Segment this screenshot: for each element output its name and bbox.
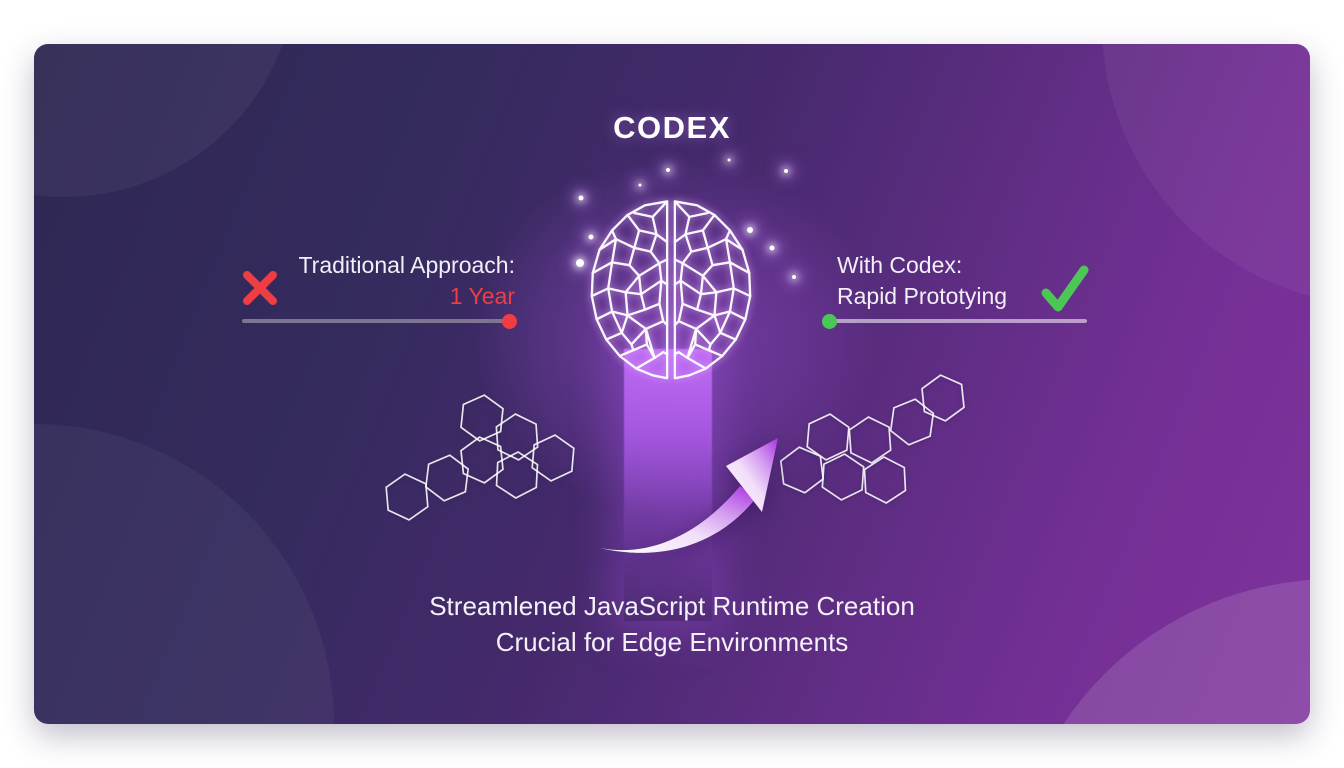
page-title: CODEX [613,110,731,145]
timeline-left-endpoint [502,313,517,329]
slide-card: CODEX [34,44,1310,724]
with-codex-title: With Codex: [837,252,963,278]
caption-line2: Crucial for Edge Environments [495,627,849,657]
traditional-approach-title: Traditional Approach: [298,252,515,278]
sparkle-icon [666,168,670,172]
traditional-approach-label: Traditional Approach: 1 Year [298,250,515,312]
x-icon [243,271,277,305]
timeline-left [242,313,517,329]
brain-icon [590,200,752,380]
sparkle-icon [747,227,753,233]
hexagon-cluster-right [778,372,967,505]
sparkle-icon [727,158,731,162]
timeline-right [822,313,1087,329]
decorative-circle-top-right [1102,44,1310,306]
hexagon-cluster-left [384,392,576,523]
caption: Streamlened JavaScript Runtime Creation … [34,588,1310,660]
sparkle-icon [792,275,796,279]
sparkle-icon [784,169,788,173]
with-codex-value: Rapid Prototying [837,283,1008,309]
sparkle-icon [638,183,642,187]
light-beam [624,349,712,621]
decorative-circle-bottom-left [34,424,334,724]
caption-line1: Streamlened JavaScript Runtime Creation [429,591,915,621]
sparkle-icon [576,259,584,267]
sparkle-icon [769,245,775,251]
with-codex-label: With Codex: Rapid Prototying [837,250,1007,312]
check-icon [1041,265,1089,312]
timeline-right-startpoint [822,313,837,329]
sparkle-icon [588,234,594,240]
growth-arrow-icon [600,438,778,553]
traditional-approach-value: 1 Year [449,283,515,309]
sparkle-icon [578,195,584,201]
